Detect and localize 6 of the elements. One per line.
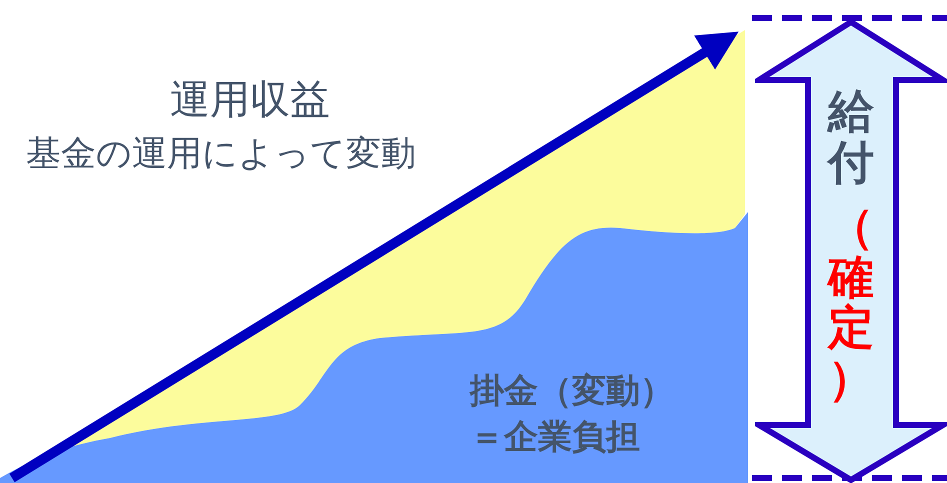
description-text: 基金の運用によって変動	[26, 133, 416, 176]
vertical-text: （確定）	[828, 201, 874, 404]
area-label: ＝企業負担	[470, 416, 641, 459]
vertical-text: 給付	[828, 86, 874, 188]
heading-text: 運用収益	[170, 76, 330, 125]
area-label: 掛金（変動）	[470, 370, 674, 413]
